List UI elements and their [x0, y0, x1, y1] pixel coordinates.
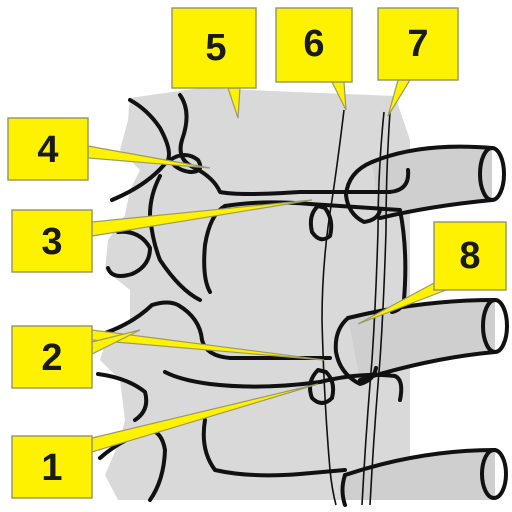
label-3: 3 — [12, 210, 92, 272]
label-2-text: 2 — [41, 337, 62, 379]
label-5: 5 — [172, 8, 256, 88]
label-8: 8 — [434, 222, 506, 290]
label-6-text: 6 — [303, 23, 324, 65]
label-1: 1 — [12, 436, 92, 498]
label-8-text: 8 — [459, 235, 480, 277]
label-4: 4 — [8, 118, 88, 180]
vertebra-column-shade — [100, 88, 410, 500]
label-6: 6 — [276, 8, 352, 82]
label-4-text: 4 — [37, 129, 58, 171]
label-7: 7 — [378, 8, 458, 80]
label-2: 2 — [12, 326, 92, 388]
label-1-text: 1 — [41, 447, 62, 489]
label-5-text: 5 — [205, 27, 226, 69]
label-3-text: 3 — [41, 221, 62, 263]
label-7-text: 7 — [407, 23, 428, 65]
